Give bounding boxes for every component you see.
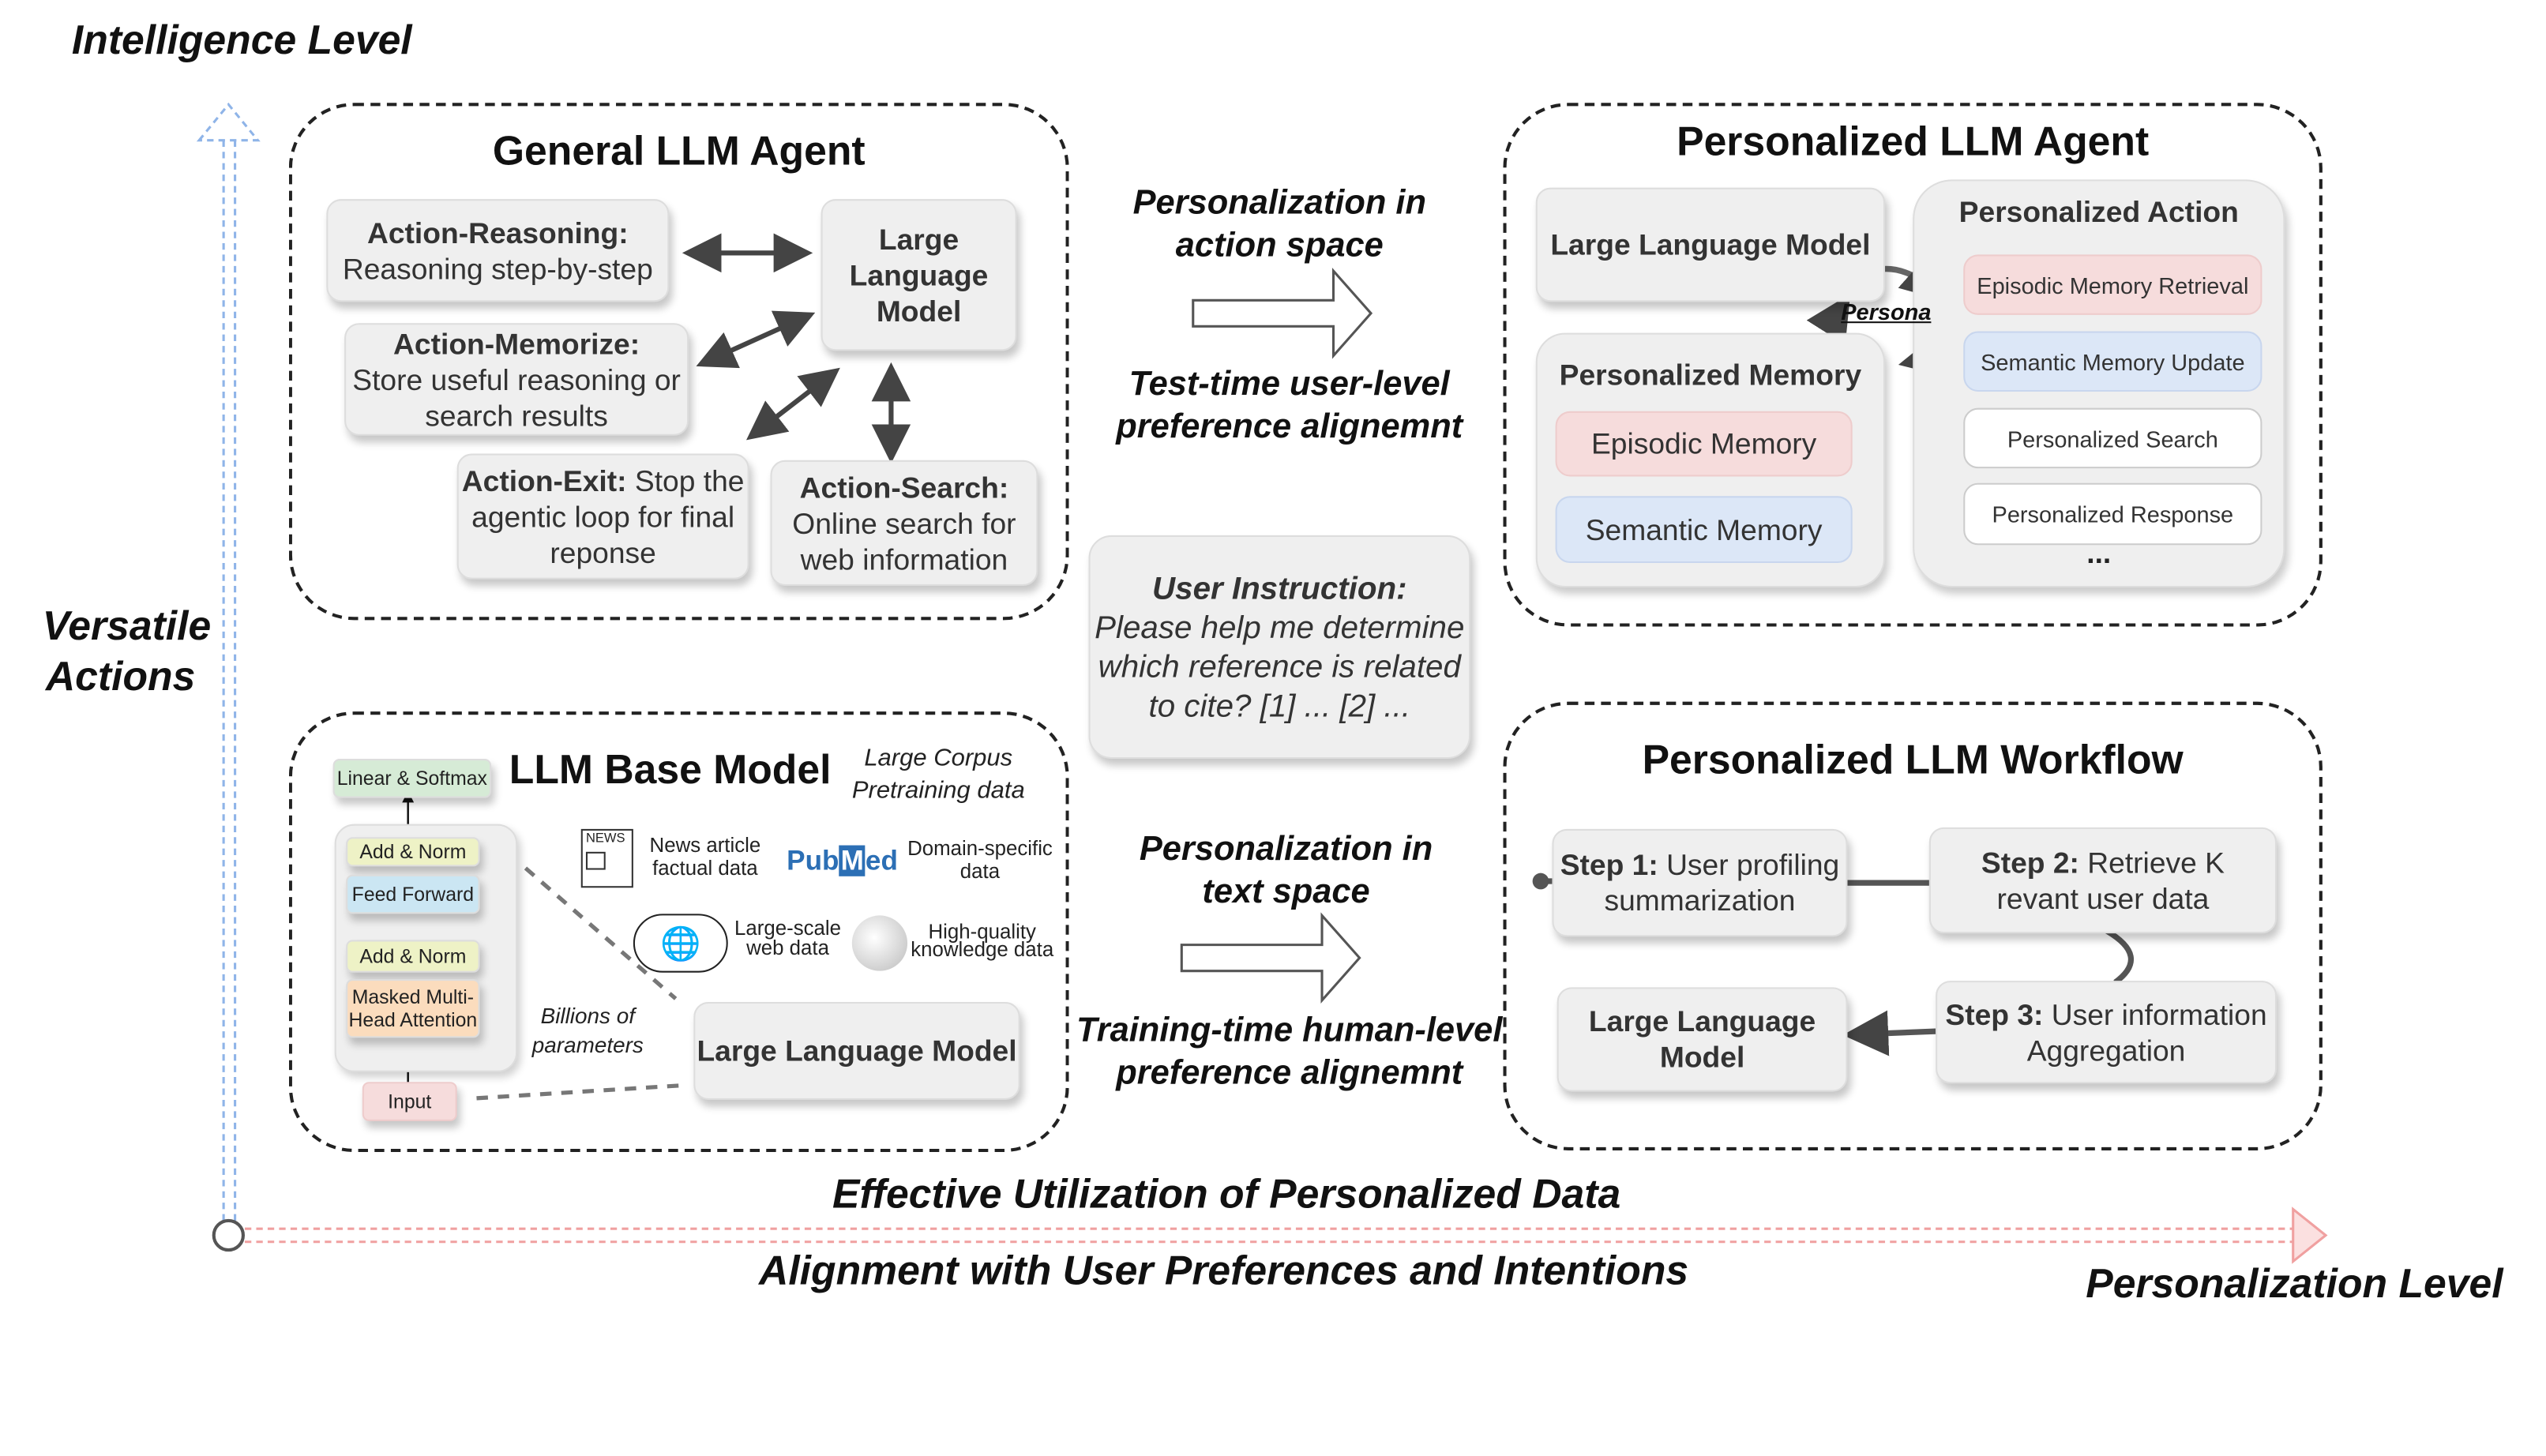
llm-base-model-group [288, 711, 1069, 1153]
base-llm-box: Large Language Model [693, 1001, 1020, 1100]
personal-llm-box: Large Language Model [1535, 187, 1886, 302]
x-axis-arrow [245, 1206, 2328, 1264]
workflow-title: Personalized LLM Workflow [1642, 737, 2184, 784]
add-norm-layer-top: Add & Norm [346, 837, 480, 867]
action-reasoning-box: Action-Reasoning:Reasoning step-by-step [326, 199, 670, 302]
general-llm-agent-group: General LLM Agent [288, 103, 1069, 621]
y-axis-arrow [196, 102, 261, 1221]
y-axis-label-1: Versatile [42, 603, 212, 650]
base-model-title: LLM Base Model [509, 747, 832, 794]
y-axis-label-2: Actions [45, 654, 196, 700]
zoom-dashed-lines [476, 866, 686, 1101]
action-item: Episodic Memory Retrieval [1963, 254, 2262, 315]
episodic-memory: Episodic Memory [1555, 411, 1853, 477]
personalized-agent-group: Personalized LLM Agent [1503, 103, 2323, 627]
origin-circle [212, 1218, 246, 1252]
personal-agent-title: Personalized LLM Agent [1677, 118, 2150, 165]
step1-box: Step 1: User profiling summarization [1552, 828, 1848, 937]
y-axis-title: Intelligence Level [71, 17, 412, 64]
x-axis-bottom-label: Alignment with User Preferences and Inte… [759, 1248, 1689, 1294]
memory-title: Personalized Memory [1559, 358, 1862, 392]
input-layer: Input [362, 1082, 457, 1121]
workflow-llm-box: Large Language Model [1557, 987, 1848, 1092]
general-agent-arrows [682, 233, 911, 463]
feed-forward-layer: Feed Forward [346, 874, 480, 914]
step2-box: Step 2: Retrieve K revant user data [1928, 827, 2278, 934]
wikipedia-globe-icon [851, 915, 908, 971]
x-axis-title: Personalization Level [2086, 1261, 2503, 1308]
general-agent-title: General LLM Agent [492, 129, 866, 175]
persona-label: Persona [1841, 298, 1932, 325]
semantic-memory: Semantic Memory [1555, 496, 1853, 564]
action-exit-box: Action-Exit: Stop the agentic loop for f… [456, 453, 749, 580]
action-search-box: Action-Search:Online search for web info… [770, 460, 1038, 586]
add-norm-layer-bottom: Add & Norm [346, 940, 480, 973]
workflow-group: Personalized LLM Workflow [1503, 701, 2323, 1151]
action-title: Personalized Action [1958, 196, 2239, 229]
attention-layer: Masked Multi-Head Attention [346, 979, 480, 1038]
general-llm-box: Large Language Model [821, 199, 1017, 351]
newspaper-icon: NEWS [580, 828, 633, 888]
action-item: Semantic Memory Update [1963, 331, 2262, 392]
action-item: Personalized Search [1963, 407, 2262, 469]
linear-softmax-layer: Linear & Softmax [332, 759, 492, 798]
action-item: Personalized Response [1963, 482, 2262, 546]
action-space-arrow [1192, 267, 1373, 359]
user-instruction-box: User Instruction:Please help me determin… [1088, 535, 1471, 760]
web-globe-icon: 🌐 [633, 914, 728, 973]
action-memorize-box: Action-Memorize:Store useful reasoning o… [344, 323, 689, 436]
text-space-arrow [1180, 912, 1361, 1004]
step3-box: Step 3: User information Aggregation [1936, 981, 2278, 1084]
x-axis-top-label: Effective Utilization of Personalized Da… [832, 1171, 1621, 1218]
